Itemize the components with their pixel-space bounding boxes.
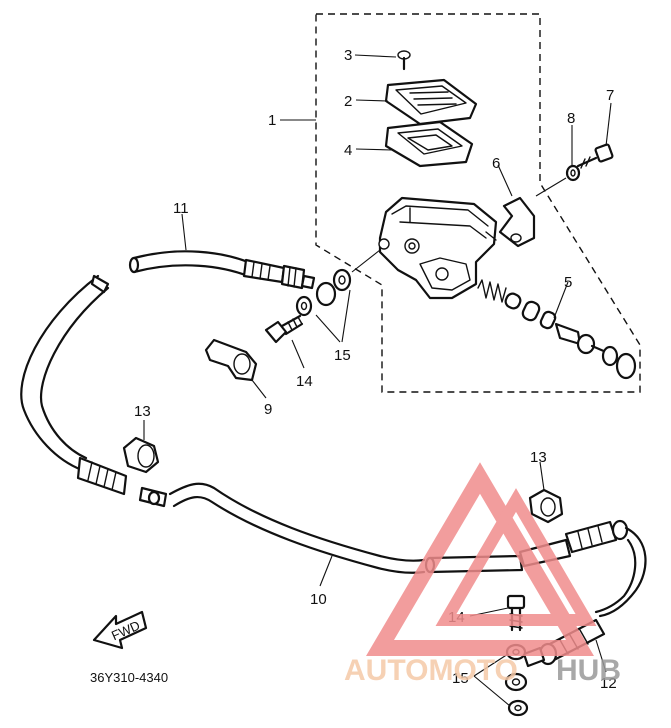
upper-hose-part — [128, 250, 316, 290]
part-code: 36Y310-4340 — [90, 670, 168, 685]
reservoir-cap-part — [384, 78, 478, 126]
callout-8: 8 — [567, 110, 575, 127]
piston-kit-part — [477, 279, 637, 380]
grommet-left-part — [122, 436, 160, 474]
washer-part — [565, 164, 581, 182]
callout-2: 2 — [344, 93, 352, 110]
callout-1: 1 — [268, 112, 276, 129]
diaphragm-part — [384, 120, 474, 168]
callout-4: 4 — [344, 142, 352, 159]
callout-14-upper: 14 — [296, 373, 313, 390]
callout-13-left: 13 — [134, 403, 151, 420]
watermark-word-automoto: AUTOMOTO — [344, 654, 518, 687]
bolt-part — [576, 143, 614, 169]
callout-15-upper: 15 — [334, 347, 351, 364]
watermark-logo: AUTOMOTO HUB — [344, 462, 621, 687]
callout-labels: 1 2 3 4 5 6 7 8 9 10 11 12 13 13 14 14 1… — [134, 47, 617, 692]
fwd-arrow-icon: FWD — [92, 610, 148, 650]
boot-cap-part — [204, 338, 258, 382]
assembly-boundary — [315, 13, 641, 393]
callout-15-lower: 15 — [452, 670, 469, 687]
callout-9: 9 — [264, 401, 272, 418]
watermark-word-hub: HUB — [556, 654, 621, 687]
hose-joint-part — [138, 486, 168, 508]
screw-part — [397, 50, 411, 71]
master-cylinder-body — [378, 196, 498, 300]
callout-12: 12 — [600, 675, 617, 692]
callout-7: 7 — [606, 87, 614, 104]
callout-11: 11 — [173, 200, 189, 217]
callout-6: 6 — [492, 155, 500, 172]
holder-part — [498, 196, 536, 248]
leader-lines — [143, 54, 612, 707]
callout-5: 5 — [564, 274, 572, 291]
watermark-triangle-inner — [435, 488, 597, 626]
callout-13-right: 13 — [530, 449, 547, 466]
watermark-triangle-outer — [366, 462, 594, 656]
callout-3: 3 — [344, 47, 352, 64]
long-hose-loop — [20, 274, 128, 496]
union-bolt-part — [264, 314, 304, 344]
callout-10: 10 — [310, 591, 327, 608]
grommet-right-part — [528, 488, 564, 524]
banjo-fitting-part — [295, 249, 381, 317]
